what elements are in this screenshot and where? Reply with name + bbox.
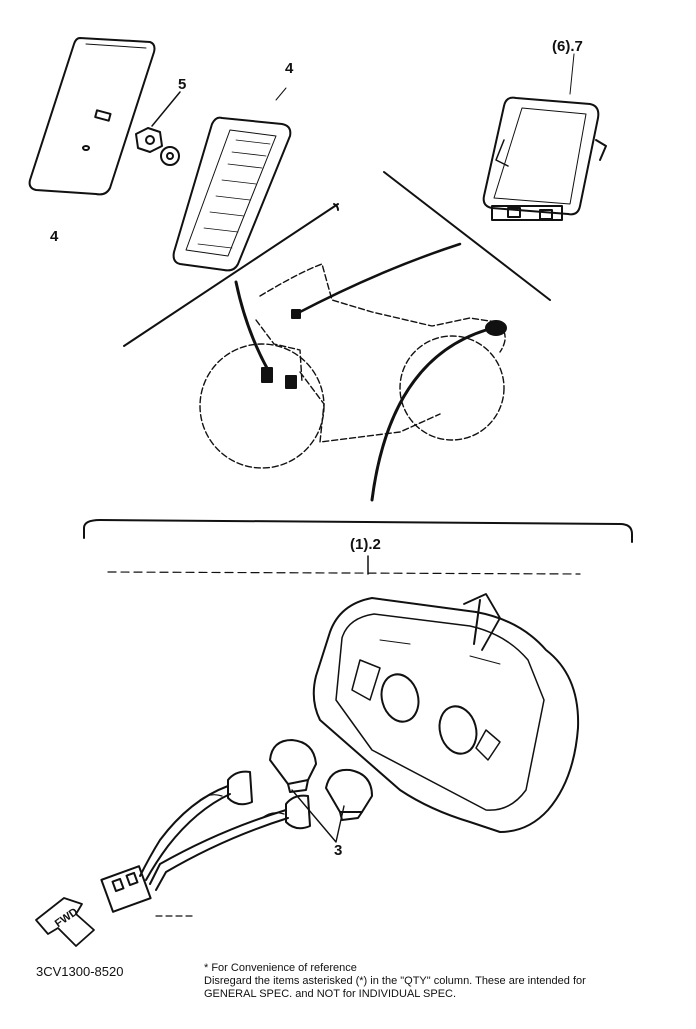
- note-line-3: GENERAL SPEC. and NOT for INDIVIDUAL SPE…: [204, 988, 457, 1000]
- callout-6-7: (6).7: [552, 38, 583, 55]
- fwd-arrow: [35, 897, 95, 947]
- note-line-1: * For Convenience of reference: [204, 962, 357, 974]
- callout-1-2: (1).2: [350, 536, 381, 553]
- bulb-left: [269, 739, 317, 793]
- callout-5: 5: [178, 76, 187, 93]
- reference-note: * For Convenience of reference Disregard…: [204, 962, 586, 1001]
- wiring-harness: [100, 770, 311, 913]
- callout-3: 3: [334, 842, 343, 859]
- note-line-2: Disregard the items asterisked (*) in th…: [204, 975, 586, 987]
- nut-and-washer: [135, 91, 181, 166]
- bracket-right: [383, 171, 551, 301]
- callout-4-top: 4: [285, 60, 294, 77]
- control-unit: [482, 53, 607, 221]
- tail-light-assembly: [312, 593, 580, 833]
- motorcycle-outline: [199, 263, 506, 469]
- reflector-plate-left: [28, 37, 156, 196]
- callout-4-left: 4: [50, 228, 59, 245]
- part-code: 3CV1300-8520: [36, 964, 124, 979]
- reflector-center: [172, 87, 292, 272]
- bulb-right: [325, 768, 373, 821]
- bracket-left: [123, 203, 339, 347]
- brace: [83, 519, 633, 543]
